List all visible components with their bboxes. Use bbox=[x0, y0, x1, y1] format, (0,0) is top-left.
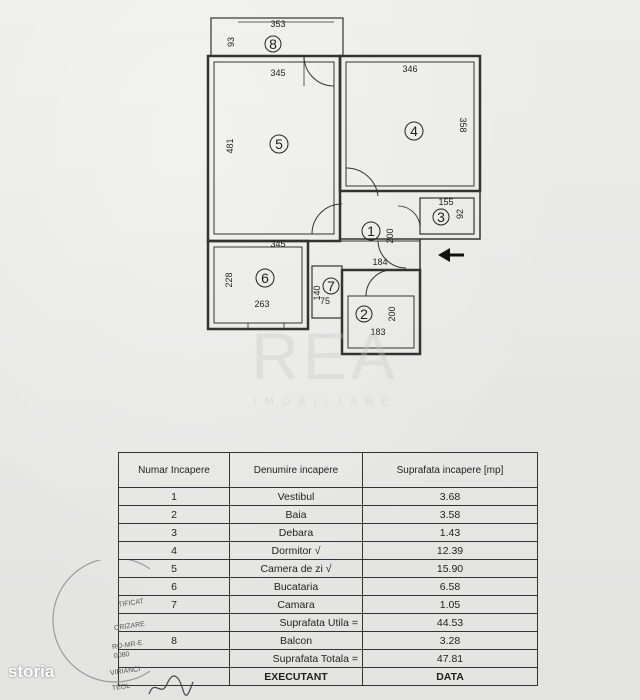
room-2-outline bbox=[340, 268, 422, 356]
cell-name: Vestibul bbox=[229, 487, 363, 506]
rooms-table: Numar Incapere Denumire incapere Suprafa… bbox=[118, 452, 538, 686]
cell-nr: 3 bbox=[118, 523, 230, 542]
dim-140: 140 bbox=[312, 285, 322, 300]
room-number-7: 7 bbox=[327, 278, 335, 294]
table-row: 2 Baia 3.58 bbox=[118, 505, 538, 524]
dim-228: 228 bbox=[224, 272, 234, 287]
certification-stamp: TIFICAT ORIZARE RO-MR-E 0080 VIRIANCI TE… bbox=[0, 560, 150, 700]
dim-481: 481 bbox=[225, 138, 235, 153]
dim-183: 183 bbox=[370, 327, 385, 337]
floor-plan: 8 5 4 1 3 6 7 2 353 93 345 346 481 358 1… bbox=[206, 17, 482, 356]
executant-label: EXECUTANT bbox=[229, 667, 363, 686]
dim-93: 93 bbox=[226, 37, 236, 47]
table-row: 1 Vestibul 3.68 bbox=[118, 487, 538, 506]
util-area-row: Suprafata Utila = 44.53 bbox=[118, 613, 538, 632]
balcony-row: 8 Balcon 3.28 bbox=[118, 631, 538, 650]
header-room-number: Numar Incapere bbox=[118, 452, 230, 488]
dim-358: 358 bbox=[458, 117, 468, 132]
dim-353: 353 bbox=[270, 19, 285, 29]
cell-area: 6.58 bbox=[362, 577, 538, 596]
table-row: 3 Debara 1.43 bbox=[118, 523, 538, 542]
cell-name: Baia bbox=[229, 505, 363, 524]
table-row: 7 Camara 1.05 bbox=[118, 595, 538, 614]
dim-345-top: 345 bbox=[270, 68, 285, 78]
watermark-word: REA bbox=[251, 319, 399, 393]
dim-200-a: 200 bbox=[385, 228, 395, 243]
util-area-label: Suprafata Utila = bbox=[229, 613, 363, 632]
room-number-4: 4 bbox=[410, 123, 418, 139]
table-row: 5 Camera de zi √ 15.90 bbox=[118, 559, 538, 578]
date-label: DATA bbox=[362, 667, 538, 686]
room-number-1: 1 bbox=[367, 223, 375, 239]
cell-area: 1.43 bbox=[362, 523, 538, 542]
signature-icon bbox=[148, 675, 194, 696]
dim-200-b: 200 bbox=[387, 306, 397, 321]
cell-area: 3.28 bbox=[362, 631, 538, 650]
cell-area: 1.05 bbox=[362, 595, 538, 614]
total-area-label: Suprafata Totala = bbox=[229, 649, 363, 668]
cell-name: Bucataria bbox=[229, 577, 363, 596]
header-room-name: Denumire incapere bbox=[229, 452, 363, 488]
cell-nr: 1 bbox=[118, 487, 230, 506]
cell-area: 15.90 bbox=[362, 559, 538, 578]
cell-area: 12.39 bbox=[362, 541, 538, 560]
cell-name: Balcon bbox=[229, 631, 363, 650]
entrance-arrow-icon bbox=[438, 248, 464, 262]
room-3-outline bbox=[419, 197, 475, 235]
watermark-subtitle: IMOBILIARE bbox=[253, 396, 397, 408]
dim-155: 155 bbox=[438, 197, 453, 207]
dim-92: 92 bbox=[455, 209, 465, 219]
cell-area: 3.58 bbox=[362, 505, 538, 524]
dim-345-mid: 345 bbox=[270, 239, 285, 249]
room-number-5: 5 bbox=[275, 136, 283, 152]
room-6-outline bbox=[206, 239, 310, 331]
room-number-3: 3 bbox=[437, 209, 445, 225]
cell-name: Debara bbox=[229, 523, 363, 542]
cell-nr: 4 bbox=[118, 541, 230, 560]
vestibule-outline bbox=[339, 190, 481, 240]
table-row: 6 Bucataria 6.58 bbox=[118, 577, 538, 596]
dim-263: 263 bbox=[254, 299, 269, 309]
room-number-2: 2 bbox=[360, 306, 368, 322]
total-area-value: 47.81 bbox=[362, 649, 538, 668]
cell-name: Dormitor √ bbox=[229, 541, 363, 560]
table-row: 4 Dormitor √ 12.39 bbox=[118, 541, 538, 560]
total-area-row: Suprafata Totala = 47.81 bbox=[118, 649, 538, 668]
cell-name: Camera de zi √ bbox=[229, 559, 363, 578]
table-header-row: Numar Incapere Denumire incapere Suprafa… bbox=[118, 452, 538, 488]
header-room-area: Suprafata incapere [mp] bbox=[362, 452, 538, 488]
dim-346: 346 bbox=[402, 64, 417, 74]
cell-area: 3.68 bbox=[362, 487, 538, 506]
cell-name: Camara bbox=[229, 595, 363, 614]
room-number-6: 6 bbox=[261, 270, 269, 286]
cell-nr: 2 bbox=[118, 505, 230, 524]
storia-logo: storia bbox=[8, 662, 55, 681]
room-number-8: 8 bbox=[269, 36, 277, 52]
stamp-circle-icon bbox=[52, 560, 150, 683]
util-area-value: 44.53 bbox=[362, 613, 538, 632]
dim-184: 184 bbox=[372, 257, 387, 267]
dim-75: 75 bbox=[320, 296, 330, 306]
agency-watermark: REA IMOBILIARE bbox=[210, 318, 440, 418]
